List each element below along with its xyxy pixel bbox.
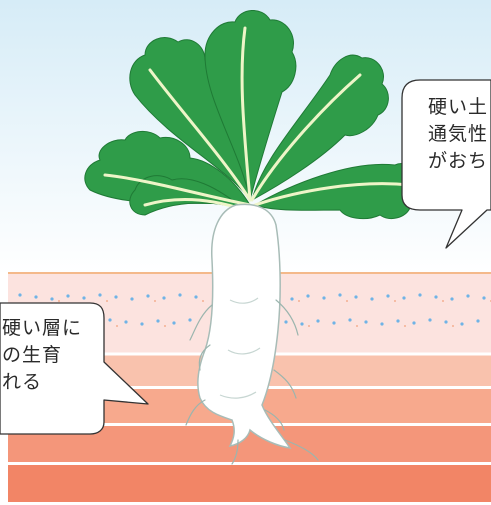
air-dot — [140, 322, 144, 326]
air-dot — [476, 319, 480, 323]
air-dot — [18, 293, 22, 297]
soil-speck — [58, 300, 60, 302]
air-dot — [156, 319, 160, 323]
air-dot — [402, 296, 406, 300]
air-dot — [306, 294, 310, 298]
air-dot — [364, 320, 368, 324]
air-dot — [290, 297, 294, 301]
air-dot — [354, 295, 358, 299]
air-dot — [450, 297, 454, 301]
air-dot — [146, 294, 150, 298]
air-dot — [428, 318, 432, 322]
air-dot — [66, 294, 70, 298]
air-dot — [98, 293, 102, 297]
air-dot — [348, 318, 352, 322]
soil-speck — [202, 300, 204, 302]
air-dot — [50, 297, 54, 301]
soil-speck — [404, 325, 406, 327]
air-dot — [194, 295, 198, 299]
air-dot — [322, 296, 326, 300]
speech-bubble-right — [401, 79, 491, 249]
soil-speck — [442, 300, 444, 302]
air-dot — [370, 297, 374, 301]
speech-bubble-left — [0, 302, 149, 435]
air-dot — [338, 293, 342, 297]
air-dot — [418, 293, 422, 297]
air-dot — [162, 296, 166, 300]
soil-speck — [116, 325, 118, 327]
air-dot — [396, 319, 400, 323]
air-dot — [466, 294, 470, 298]
air-dot — [412, 321, 416, 325]
soil-speck — [308, 325, 310, 327]
daikon-fine-roots — [185, 299, 319, 465]
air-dot — [284, 320, 288, 324]
air-dot — [316, 319, 320, 323]
air-dot — [460, 322, 464, 326]
callout-left-line: 硬い層に — [2, 317, 83, 339]
soil-speck — [298, 300, 300, 302]
daikon-leaf-veins — [103, 26, 412, 212]
soil-speck — [106, 300, 108, 302]
air-dot — [82, 296, 86, 300]
air-dot — [444, 320, 448, 324]
air-dot — [386, 294, 390, 298]
air-dot — [34, 295, 38, 299]
air-dot — [482, 296, 486, 300]
air-dot — [380, 322, 384, 326]
callout-right-line: 通気性 — [428, 123, 489, 145]
air-dot — [332, 321, 336, 325]
callout-right-line: がおち — [428, 150, 489, 172]
soil-speck — [164, 325, 166, 327]
callout-left-line: れる — [2, 371, 43, 393]
soil-speck — [394, 300, 396, 302]
air-dot — [130, 297, 134, 301]
soil-speck — [154, 300, 156, 302]
air-dot — [300, 322, 304, 326]
soil-layer-5 — [8, 465, 491, 502]
air-dot — [434, 295, 438, 299]
air-dot — [108, 318, 112, 322]
air-dot — [178, 293, 182, 297]
soil-speck — [452, 325, 454, 327]
air-dot — [188, 318, 192, 322]
soil-speck — [346, 300, 348, 302]
air-dot — [124, 320, 128, 324]
soil-speck — [356, 325, 358, 327]
callout-left-line: の生育 — [2, 344, 63, 366]
callout-left-text: 硬い層に の生育 れる — [2, 315, 82, 396]
callout-right-text: 硬い土 通気性 がおち — [428, 94, 488, 175]
air-dot — [114, 295, 118, 299]
air-dot — [172, 321, 176, 325]
callout-right-line: 硬い土 — [428, 96, 489, 118]
